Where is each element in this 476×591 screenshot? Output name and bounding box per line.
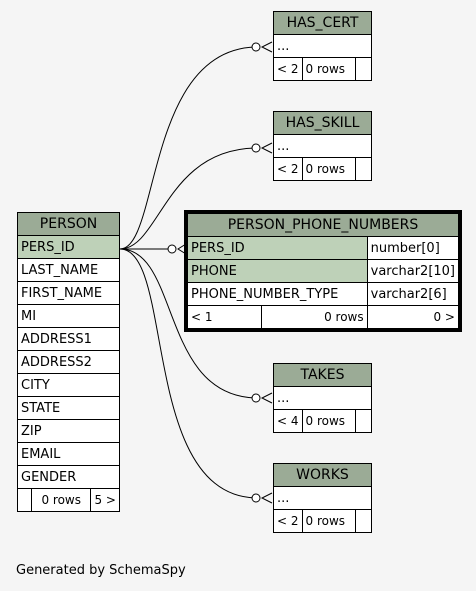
child-count bbox=[355, 157, 372, 181]
child-count: 0 > bbox=[366, 305, 460, 329]
parent-count bbox=[17, 488, 32, 512]
column-zip[interactable]: ZIP bbox=[17, 419, 120, 443]
column-ellipsis: ... bbox=[273, 134, 372, 158]
column-type: varchar2[10] bbox=[366, 259, 460, 283]
relation-has-skill bbox=[119, 147, 259, 250]
table-works[interactable]: WORKS ... < 2 0 rows bbox=[273, 463, 372, 533]
table-header[interactable]: HAS_CERT bbox=[273, 11, 372, 35]
takes-optional-marker bbox=[251, 393, 261, 403]
person-phone-numbers-crowfoot bbox=[177, 243, 187, 255]
child-count bbox=[355, 509, 372, 533]
table-person-phone-numbers[interactable]: PERSON_PHONE_NUMBERS PERS_ID number[0] P… bbox=[184, 210, 462, 332]
generated-by-label: Generated by SchemaSpy bbox=[16, 563, 186, 578]
column-ellipsis: ... bbox=[273, 486, 372, 510]
works-crowfoot bbox=[260, 492, 273, 504]
parent-count: < 2 bbox=[273, 157, 303, 181]
row-count: 0 rows bbox=[301, 57, 357, 81]
column-address1[interactable]: ADDRESS1 bbox=[17, 327, 120, 351]
table-has-skill[interactable]: HAS_SKILL ... < 2 0 rows bbox=[273, 111, 372, 181]
child-count bbox=[355, 57, 372, 81]
column-ellipsis: ... bbox=[273, 386, 372, 410]
column-gender[interactable]: GENDER bbox=[17, 465, 120, 489]
has-cert-optional-marker bbox=[251, 42, 261, 52]
row-count: 0 rows bbox=[30, 488, 92, 512]
column-first-name[interactable]: FIRST_NAME bbox=[17, 281, 120, 305]
works-optional-marker bbox=[251, 493, 261, 503]
table-header[interactable]: WORKS bbox=[273, 463, 372, 487]
column-state[interactable]: STATE bbox=[17, 396, 120, 420]
row-count: 0 rows bbox=[301, 509, 357, 533]
table-has-cert[interactable]: HAS_CERT ... < 2 0 rows bbox=[273, 11, 372, 81]
child-count bbox=[355, 409, 372, 433]
table-header[interactable]: TAKES bbox=[273, 363, 372, 387]
column-email[interactable]: EMAIL bbox=[17, 442, 120, 466]
column-phone[interactable]: PHONE bbox=[187, 259, 368, 283]
parent-count: < 4 bbox=[273, 409, 303, 433]
table-header[interactable]: PERSON_PHONE_NUMBERS bbox=[187, 213, 459, 237]
column-mi[interactable]: MI bbox=[17, 304, 120, 328]
column-phone-number-type[interactable]: PHONE_NUMBER_TYPE bbox=[187, 282, 368, 306]
person-phone-numbers-optional-marker bbox=[167, 244, 177, 254]
row-count: 0 rows bbox=[261, 305, 368, 329]
row-count: 0 rows bbox=[301, 409, 357, 433]
relation-works bbox=[119, 248, 259, 499]
table-person[interactable]: PERSON PERS_ID LAST_NAME FIRST_NAME MI A… bbox=[17, 212, 120, 512]
has-cert-crowfoot bbox=[260, 41, 273, 53]
parent-count: < 1 bbox=[187, 305, 262, 329]
parent-count: < 2 bbox=[273, 509, 303, 533]
parent-count: < 2 bbox=[273, 57, 303, 81]
column-pers-id[interactable]: PERS_ID bbox=[17, 235, 120, 259]
column-type: number[0] bbox=[366, 236, 460, 260]
column-ellipsis: ... bbox=[273, 34, 372, 58]
relation-takes bbox=[119, 248, 259, 399]
has-skill-crowfoot bbox=[260, 142, 273, 154]
child-count: 5 > bbox=[90, 488, 120, 512]
column-address2[interactable]: ADDRESS2 bbox=[17, 350, 120, 374]
relation-has-cert bbox=[119, 46, 259, 250]
row-count: 0 rows bbox=[301, 157, 357, 181]
column-pers-id[interactable]: PERS_ID bbox=[187, 236, 368, 260]
table-takes[interactable]: TAKES ... < 4 0 rows bbox=[273, 363, 372, 433]
takes-crowfoot bbox=[260, 392, 273, 404]
has-skill-optional-marker bbox=[251, 143, 261, 153]
table-header[interactable]: PERSON bbox=[17, 212, 120, 236]
table-header[interactable]: HAS_SKILL bbox=[273, 111, 372, 135]
column-type: varchar2[6] bbox=[366, 282, 460, 306]
column-city[interactable]: CITY bbox=[17, 373, 120, 397]
column-last-name[interactable]: LAST_NAME bbox=[17, 258, 120, 282]
